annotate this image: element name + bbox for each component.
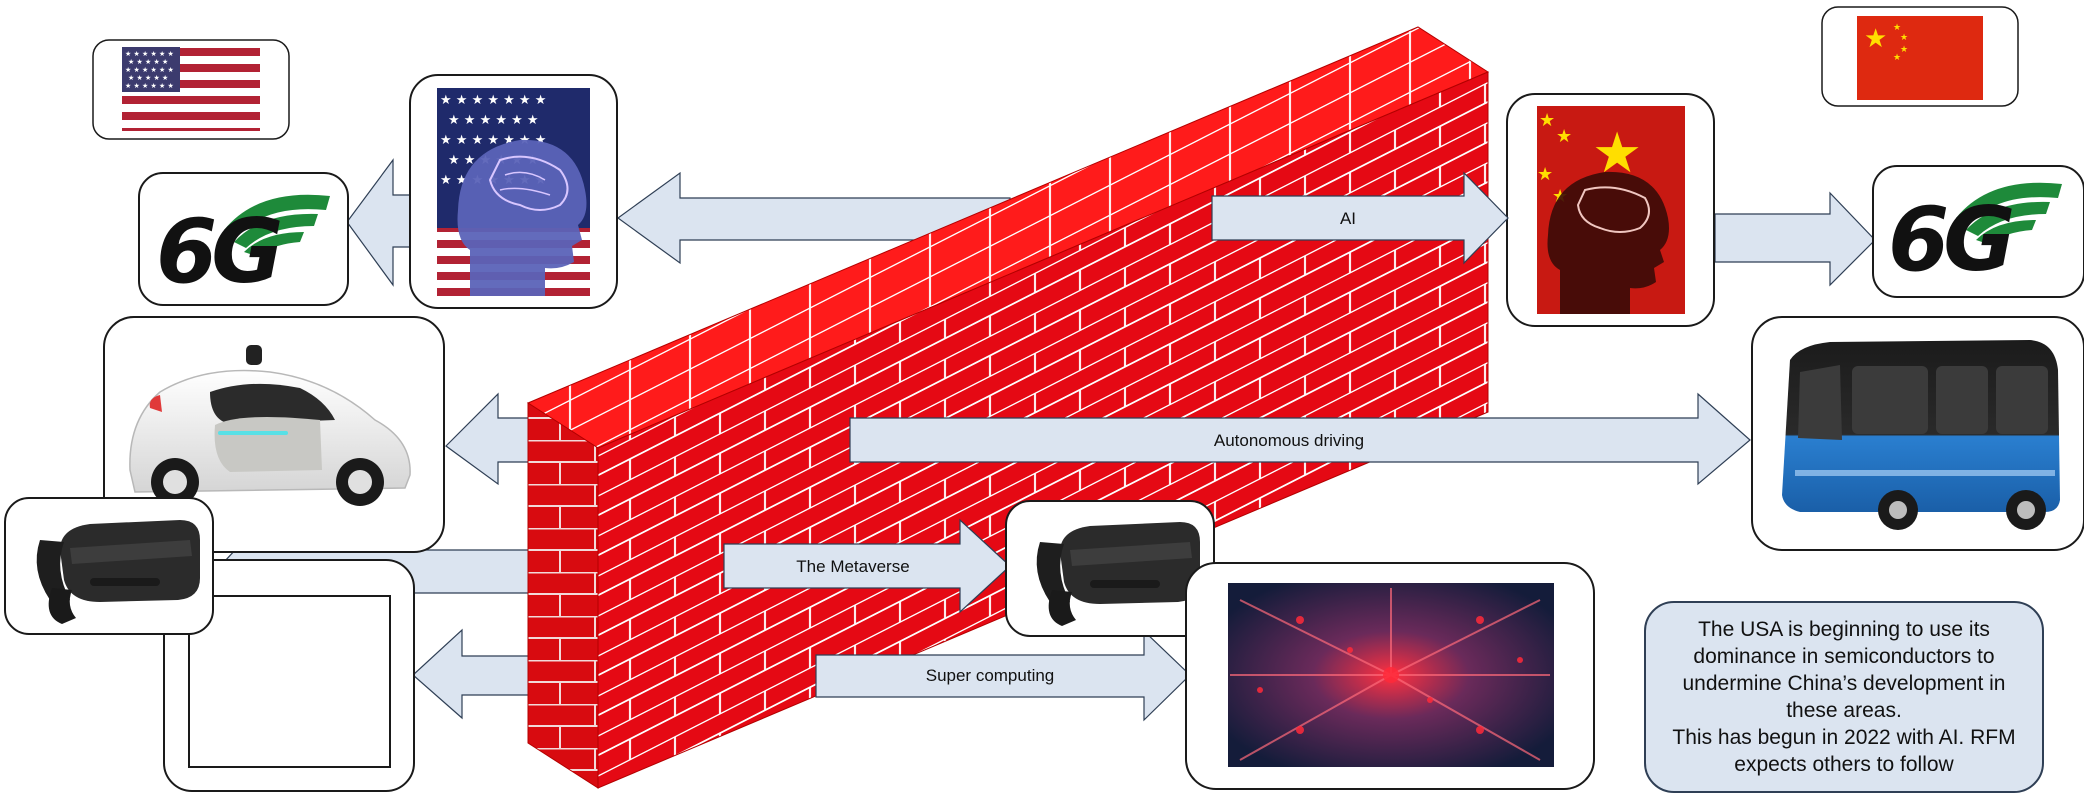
- arrow-china-6g: [1714, 191, 1876, 287]
- svg-text:★ ★ ★ ★ ★ ★: ★ ★ ★ ★ ★ ★: [125, 82, 174, 90]
- svg-text:★: ★: [1864, 24, 1887, 54]
- arrow-ai-label: AI: [1340, 209, 1356, 228]
- usa-car-card: [103, 316, 445, 553]
- arrow-autonomous-driving: Autonomous driving: [849, 392, 1751, 486]
- ai-brain-china-icon: ★ ★ ★ ★ ★: [1537, 106, 1685, 314]
- svg-text:★ ★ ★ ★ ★ ★ ★: ★ ★ ★ ★ ★ ★ ★: [440, 93, 546, 108]
- svg-text:★: ★: [1893, 53, 1901, 63]
- arrow-autonomous-driving-label: Autonomous driving: [1214, 431, 1364, 450]
- china-6g-card: 6G: [1872, 165, 2084, 298]
- china-vr-card: [1005, 500, 1215, 637]
- svg-text:★ ★ ★ ★ ★: ★ ★ ★ ★ ★: [128, 74, 168, 82]
- svg-text:★: ★: [1539, 110, 1555, 131]
- us-flag-icon: ★ ★ ★ ★ ★ ★★ ★ ★ ★ ★ ★ ★ ★ ★ ★ ★★ ★ ★ ★ …: [122, 47, 260, 131]
- svg-text:★: ★: [1556, 126, 1572, 147]
- china-bus-card: [1751, 316, 2084, 551]
- arrow-metaverse-label: The Metaverse: [796, 557, 909, 576]
- ai-brain-usa-icon: ★ ★ ★ ★ ★ ★ ★★ ★ ★ ★ ★ ★ ★ ★ ★ ★ ★ ★ ★★ …: [437, 88, 590, 296]
- arrow-super-computing: Super computing: [815, 629, 1191, 722]
- arrow-metaverse: The Metaverse: [723, 518, 1011, 614]
- svg-text:★: ★: [1893, 23, 1901, 33]
- svg-text:★: ★: [1900, 33, 1908, 43]
- svg-text:★: ★: [1900, 45, 1908, 55]
- usa-vr-card: [4, 497, 214, 635]
- self-driving-car-icon: [129, 345, 411, 506]
- china-flag-card: ★ ★ ★ ★ ★: [1821, 6, 2019, 107]
- svg-text:★ ★ ★ ★ ★ ★: ★ ★ ★ ★ ★ ★: [448, 113, 539, 128]
- usa-vr-placeholder: [163, 559, 415, 792]
- usa-ai-card: ★ ★ ★ ★ ★ ★ ★★ ★ ★ ★ ★ ★ ★ ★ ★ ★ ★ ★ ★★ …: [409, 74, 618, 309]
- svg-text:★ ★ ★ ★ ★ ★: ★ ★ ★ ★ ★ ★: [125, 50, 174, 58]
- china-ai-card: ★ ★ ★ ★ ★: [1506, 93, 1715, 327]
- china-supercomputer-card: [1185, 562, 1595, 790]
- note-line: undermine China’s development in: [1682, 672, 2006, 695]
- usa-flag-card: ★ ★ ★ ★ ★ ★★ ★ ★ ★ ★ ★ ★ ★ ★ ★ ★★ ★ ★ ★ …: [92, 39, 290, 140]
- note-line: dominance in semiconductors to: [1693, 645, 1995, 668]
- china-flag-icon: ★ ★ ★ ★ ★: [1857, 16, 1983, 100]
- arrow-usa-super: [412, 628, 531, 720]
- usa-6g-card: 6G: [138, 172, 349, 306]
- note-line: This has begun in 2022 with AI. RFM: [1672, 726, 2016, 749]
- note-line: The USA is beginning to use its: [1698, 618, 1990, 641]
- note-line: expects others to follow: [1734, 753, 1954, 776]
- summary-note-text: The USA is beginning to use its dominanc…: [1672, 616, 2015, 778]
- svg-text:★: ★: [1537, 164, 1553, 185]
- arrow-usa-car: [445, 392, 531, 486]
- arrow-usa-6g: [346, 158, 411, 287]
- note-line: these areas.: [1786, 699, 1902, 722]
- china-6g-text: 6G: [1888, 188, 2012, 291]
- arrow-super-computing-label: Super computing: [926, 666, 1055, 685]
- svg-text:★ ★ ★ ★ ★ ★: ★ ★ ★ ★ ★ ★: [125, 66, 174, 74]
- svg-text:★ ★ ★ ★ ★: ★ ★ ★ ★ ★: [128, 58, 168, 66]
- usa-6g-text: 6G: [156, 200, 280, 303]
- summary-note: The USA is beginning to use its dominanc…: [1644, 601, 2044, 793]
- arrow-ai: AI: [1211, 171, 1509, 265]
- supercomputer-icon: [1228, 583, 1554, 767]
- autonomous-bus-icon: [1782, 340, 2060, 530]
